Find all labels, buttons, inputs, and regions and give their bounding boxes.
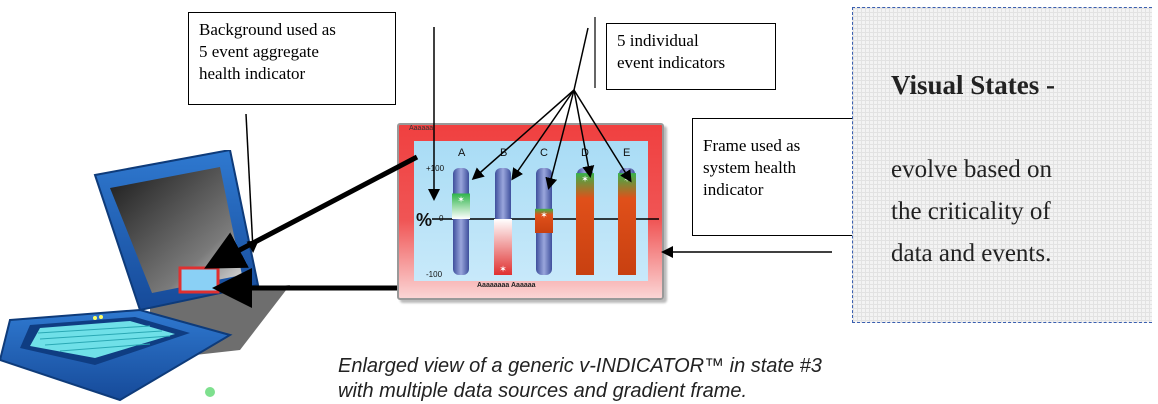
corner-label: Aaaaaa	[409, 125, 434, 132]
indicator-level-c	[535, 208, 553, 233]
indicator-level-a	[452, 193, 470, 219]
level-marker-b: ✶	[499, 264, 507, 274]
visual-states-line-2: the criticality of	[891, 198, 1051, 225]
column-label-e: E	[623, 147, 631, 159]
column-label-b: B	[500, 147, 508, 159]
visual-states-box: Visual States - evolve based on the crit…	[852, 7, 1152, 323]
arrow-background-vertical	[245, 113, 259, 253]
callout-individual: 5 individual event indicators	[606, 23, 776, 90]
callout-background: Background used as 5 event aggregate hea…	[188, 12, 396, 105]
indicator-bars: ✶✶✶✶✶	[432, 168, 659, 275]
callout-frame-line-1: Frame used as	[703, 136, 801, 155]
callout-background-line-1: Background used as	[199, 20, 336, 39]
panel-footer-label: Aaaaaaaa Aaaaaa	[477, 282, 536, 289]
indicator-level-d	[576, 173, 594, 275]
callout-frame-line-2: system health	[703, 158, 797, 177]
level-marker-d: ✶	[581, 174, 589, 184]
callout-background-line-2: 5 event aggregate	[199, 42, 319, 61]
level-marker-c: ✶	[540, 210, 548, 220]
column-label-d: D	[581, 147, 589, 159]
percent-label: %	[416, 210, 433, 230]
column-label-a: A	[458, 147, 466, 159]
callout-frame: Frame used as system health indicator	[692, 118, 858, 236]
visual-states-line-3: data and events.	[891, 240, 1052, 267]
column-label-c: C	[540, 147, 548, 159]
indicator-level-e	[618, 173, 636, 275]
caption-line-1: Enlarged view of a generic v-INDICATOR™ …	[338, 355, 822, 377]
tick-top: +100	[426, 164, 445, 173]
callout-background-line-3: health indicator	[199, 64, 306, 83]
arrow-laptop-screen	[204, 154, 419, 269]
visual-states-line-1: evolve based on	[891, 156, 1053, 183]
callout-individual-line-2: event indicators	[617, 53, 726, 72]
visual-states-title: Visual States -	[891, 70, 1056, 100]
tick-bottom: -100	[426, 270, 443, 279]
tick-zero: 0	[439, 214, 444, 223]
callout-frame-line-3: indicator	[703, 180, 764, 199]
caption-line-2: with multiple data sources and gradient …	[338, 380, 748, 402]
level-marker-a: ✶	[457, 195, 465, 205]
callout-individual-line-1: 5 individual	[617, 31, 699, 50]
indicator-level-b	[494, 219, 512, 275]
